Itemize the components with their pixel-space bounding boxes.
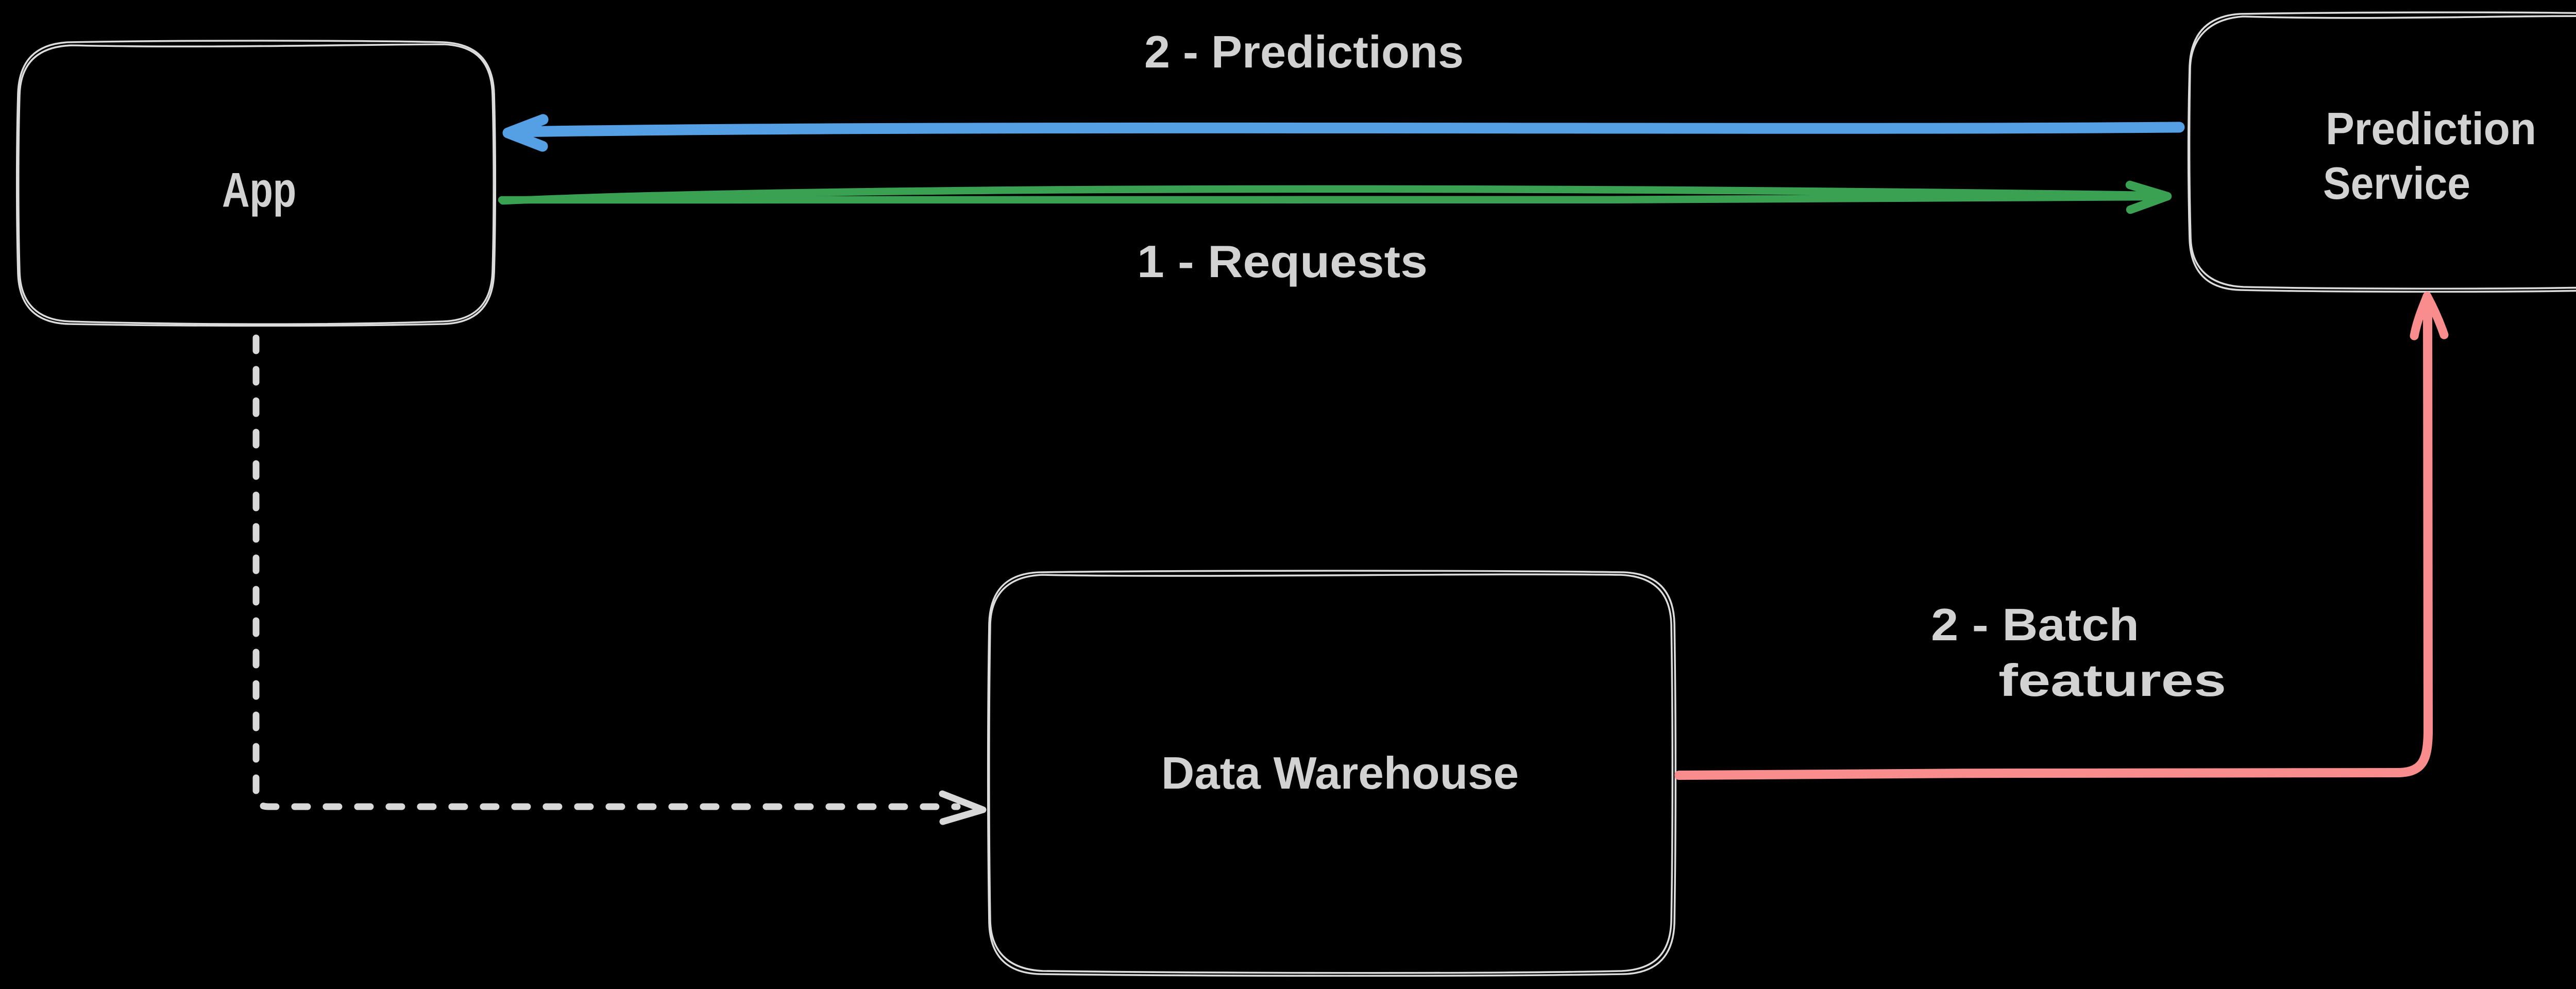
svg-text:Service: Service bbox=[2323, 158, 2470, 209]
svg-text:2 - Batch: 2 - Batch bbox=[1931, 599, 2139, 650]
svg-text:App: App bbox=[222, 163, 296, 217]
svg-text:Prediction: Prediction bbox=[2326, 103, 2536, 154]
svg-text:1 - Requests: 1 - Requests bbox=[1137, 236, 1428, 287]
svg-text:Data Warehouse: Data Warehouse bbox=[1161, 747, 1519, 798]
svg-text:2 - Predictions: 2 - Predictions bbox=[1144, 26, 1464, 77]
svg-text:features: features bbox=[1998, 655, 2226, 706]
